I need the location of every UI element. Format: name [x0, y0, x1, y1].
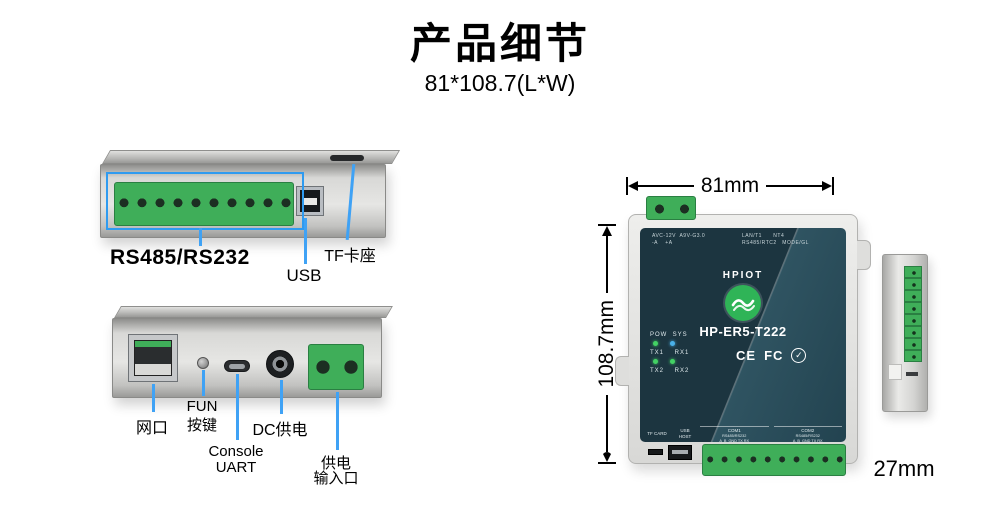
port-label-com1: COM1 RS485/RS232 A B GND TX RX: [700, 426, 769, 442]
dimension-tick: [832, 177, 835, 195]
logo-wave-icon: [731, 299, 755, 312]
label-console-1: Console: [208, 443, 264, 460]
callout-line-ethernet: [152, 384, 155, 412]
dimension-width: 81mm: [626, 172, 835, 200]
ce-mark: CE: [736, 348, 757, 363]
port-label-text: HOST: [678, 433, 692, 439]
arrow-up-icon: [602, 226, 612, 236]
port-label-text: RS485/RS232: [795, 433, 820, 438]
led-green-icon: [670, 359, 675, 364]
dimension-line: [766, 185, 823, 187]
dimension-tick: [598, 224, 616, 226]
callout-line-rs485: [199, 228, 202, 246]
label-fun-2: 按键: [186, 417, 217, 434]
ethernet-port: [128, 334, 178, 382]
label-rs485: RS485/RS232: [110, 246, 250, 269]
label-power-2: 输入口: [313, 470, 359, 487]
port-label-text: A B GND TX RX: [719, 439, 750, 442]
led-dots: [653, 359, 689, 364]
dimension-line: [638, 185, 694, 187]
model-text: HP-ER5-T222: [699, 324, 787, 339]
certification-marks: CE FC ✓: [736, 348, 807, 363]
check-glyph: ✓: [795, 350, 803, 360]
brand-logo-circle: [725, 285, 761, 321]
arrow-left-icon: [628, 181, 638, 191]
panel-text-line: AVC-12V A9V-G3.0: [652, 233, 706, 239]
port-label-text: USB: [680, 428, 690, 433]
led-dots: [653, 341, 689, 346]
page-subtitle: 81*108.7(L*W): [424, 70, 576, 96]
dc-power-jack: [266, 350, 294, 378]
console-uart-usbc-port: [224, 360, 250, 372]
port-label-text: TF CARD: [647, 431, 667, 436]
port-label-text: RS485/RS232: [722, 433, 747, 438]
usb-port-opening: [300, 190, 320, 212]
port-label-text: A B GND TX RX: [792, 439, 823, 442]
callout-line-console: [236, 374, 239, 440]
bottom-usb-host-port: [668, 445, 692, 460]
dimension-height: 108.7mm: [592, 224, 622, 465]
brand-logo: HPIOT HP-ER5-T222: [670, 270, 816, 339]
led-label-pow-sys: POW SYS: [650, 332, 688, 338]
dimension-width-value: 81mm: [700, 174, 760, 197]
label-tf-slot: TF卡座: [324, 248, 376, 265]
fun-button: [197, 357, 209, 369]
label-fun-1: FUN: [186, 398, 218, 415]
callout-line-power: [336, 392, 339, 450]
led-green-icon: [653, 359, 658, 364]
power-input-terminal-block: [308, 344, 364, 390]
mounting-ear-left: [615, 356, 629, 386]
mounting-ear-right: [857, 240, 871, 270]
dimension-depth-value: 27mm: [873, 456, 935, 481]
panel-text-line: RS485/RTC2 MODE/GL: [742, 240, 809, 246]
label-ethernet: 网口: [135, 420, 168, 437]
port-label-usb: USB HOST: [675, 426, 695, 439]
arrow-right-icon: [822, 181, 833, 191]
page-title: 产品细节: [409, 20, 590, 67]
tf-card-slot: [330, 155, 364, 161]
ethernet-port-opening: [134, 340, 172, 376]
label-usb: USB: [286, 266, 322, 285]
rs485-terminal-block: [114, 182, 294, 226]
callout-line-usb: [304, 218, 307, 264]
port-label-com2: COM2 RS485/RS232 A B GND TX RX: [773, 426, 842, 442]
panel-text-line: LAN/T1 NT4: [742, 233, 785, 239]
label-console-2: UART: [215, 459, 257, 476]
dimension-line: [606, 236, 608, 294]
terminal-highlight-box: [106, 172, 304, 230]
side-terminal-strip: [904, 266, 922, 362]
port-labels: TF CARD USB HOST COM1 RS485/RS232 A B GN…: [644, 426, 842, 442]
dimension-line: [606, 394, 608, 453]
panel-text-line: -A +A: [652, 240, 673, 246]
check-mark-icon: ✓: [791, 348, 807, 363]
front-panel: AVC-12V A9V-G3.0 -A +A LAN/T1 NT4 RS485/…: [640, 228, 846, 442]
fcc-mark: FC: [764, 348, 784, 363]
led-blue-icon: [670, 341, 675, 346]
led-label-tx2-rx2: TX2 RX2: [650, 368, 690, 374]
dimension-tick: [626, 177, 628, 195]
dimension-tick: [598, 462, 616, 465]
front-top-terminal-block: [646, 196, 696, 220]
side-tf-slot: [906, 372, 918, 376]
led-label-tx1-rx1: TX1 RX1: [650, 350, 690, 356]
port-label-tf: TF CARD: [644, 426, 670, 437]
bottom-tf-slot: [648, 449, 663, 455]
port-label-text: COM2: [801, 428, 815, 433]
led-green-icon: [653, 341, 658, 346]
callout-line-fun: [202, 370, 205, 396]
arrow-down-icon: [602, 452, 612, 463]
led-indicators: POW SYS TX1 RX1 TX2 RX2: [650, 332, 689, 374]
panel-text-top-left: AVC-12V A9V-G3.0 -A +A: [652, 233, 705, 247]
side-usb-detail: [888, 364, 902, 380]
label-power-1: 供电: [320, 455, 351, 472]
label-dc: DC供电: [252, 422, 308, 439]
bottom-photo-top-face: [114, 306, 393, 318]
callout-line-dc: [280, 380, 283, 414]
bottom-terminal-block: [702, 444, 846, 476]
port-label-text: COM1: [727, 428, 741, 433]
brand-text: HPIOT: [722, 270, 764, 281]
panel-text-top-right: LAN/T1 NT4 RS485/RTC2 MODE/GL: [742, 233, 809, 247]
usb-port: [296, 186, 324, 216]
usb-port-tongue: [303, 197, 317, 205]
